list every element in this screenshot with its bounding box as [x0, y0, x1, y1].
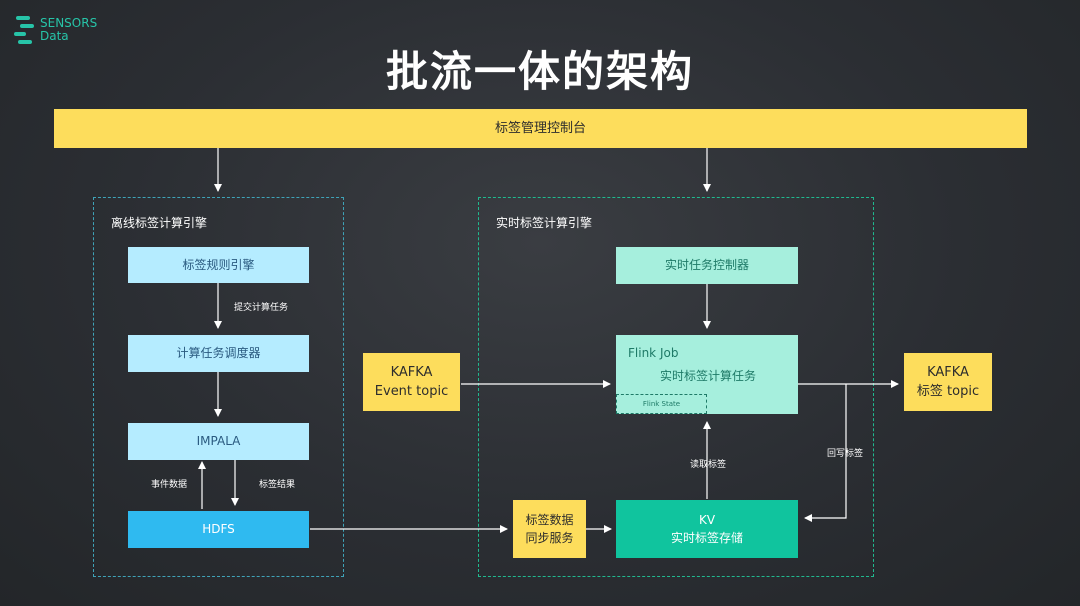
event-data-label: 事件数据 [151, 480, 188, 490]
flink-job-label: Flink Job [628, 346, 679, 360]
flink-job-box: Flink Job 实时标签计算任务 Flink State [616, 335, 798, 414]
kafka-event-topic: KAFKA Event topic [363, 353, 460, 411]
tag-result-label: 标签结果 [259, 480, 296, 490]
task-scheduler: 计算任务调度器 [128, 335, 309, 372]
realtime-tag-task-label: 实时标签计算任务 [660, 369, 757, 383]
kafka-tag-topic: KAFKA 标签 topic [904, 353, 992, 411]
sync-line2: 同步服务 [525, 531, 574, 545]
submit-task-label: 提交计算任务 [234, 303, 289, 313]
write-back-tag-label: 回写标签 [827, 449, 864, 459]
tag-management-console: 标签管理控制台 [54, 109, 1027, 148]
page-title: 批流一体的架构 [385, 47, 694, 96]
sensors-data-logo: SENSORS Data [14, 14, 114, 48]
arrow-writeback-to-kv [804, 384, 847, 522]
tag-rule-engine: 标签规则引擎 [128, 247, 309, 283]
impala-node: IMPALA [128, 423, 309, 460]
kv-line2: 实时标签存储 [670, 531, 743, 545]
sync-line1: 标签数据 [525, 513, 574, 527]
realtime-engine-label: 实时标签计算引擎 [496, 216, 593, 230]
offline-engine-label: 离线标签计算引擎 [111, 216, 208, 230]
kafka-tag-line2: 标签 topic [916, 384, 980, 399]
realtime-task-controller: 实时任务控制器 [616, 247, 798, 284]
kafka-tag-line1: KAFKA [927, 365, 969, 380]
read-tag-label: 读取标签 [690, 460, 727, 470]
logo-text-sensors: SENSORS [40, 16, 98, 30]
flink-state-box: Flink State [616, 394, 707, 414]
logo-text-data: Data [40, 29, 69, 43]
hdfs-node: HDFS [128, 511, 309, 548]
tag-data-sync-service: 标签数据 同步服务 [513, 500, 586, 558]
kv-realtime-tag-store: KV 实时标签存储 [616, 500, 798, 558]
offline-engine-region [93, 197, 344, 577]
kafka-event-line1: KAFKA [390, 365, 433, 380]
realtime-engine-region [478, 197, 874, 577]
kv-line1: KV [698, 513, 716, 527]
kafka-event-line2: Event topic [374, 384, 449, 399]
